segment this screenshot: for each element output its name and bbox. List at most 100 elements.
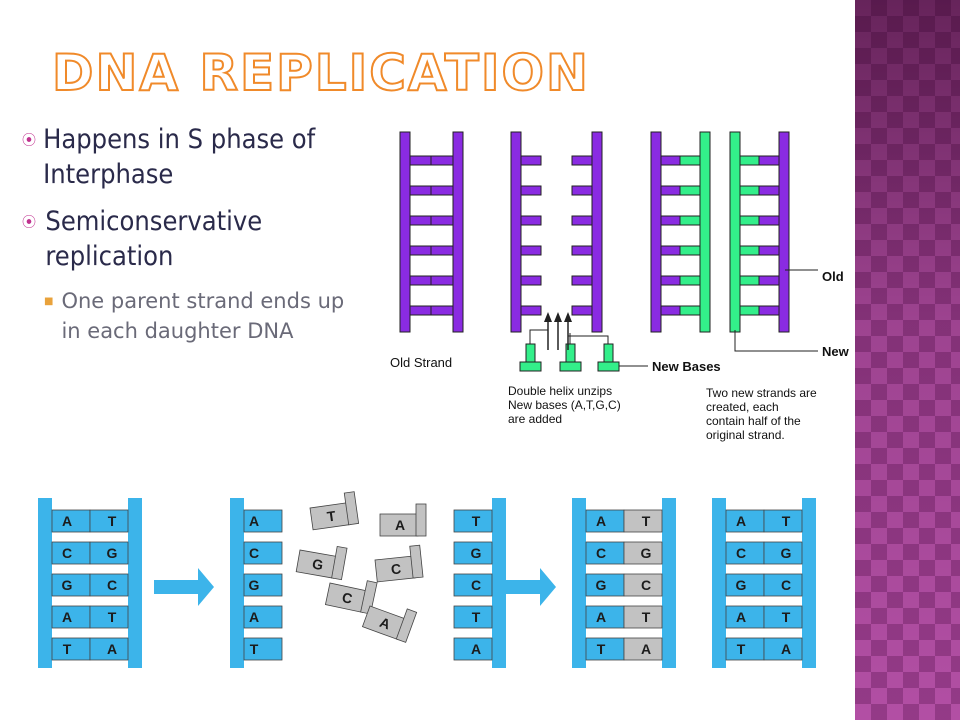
base-rung — [660, 215, 682, 226]
base-rung — [739, 245, 761, 256]
base-letter: T — [250, 641, 259, 657]
sub-bullet-item: ■ One parent strand ends up in each daug… — [44, 286, 352, 346]
base-right — [453, 573, 493, 597]
base-left — [243, 605, 283, 629]
base-rung — [758, 155, 780, 166]
insert-arrow-head — [554, 312, 562, 322]
bullet-text: Semiconservative replication — [45, 206, 263, 272]
base-right — [453, 605, 493, 629]
unzipped-ladder — [510, 131, 603, 333]
bullet-list: ⦿ Happens in S phase of Interphase ⦿ Sem… — [22, 122, 352, 346]
base-rung — [430, 155, 454, 166]
base-rung — [739, 215, 761, 226]
base-letter: T — [737, 641, 746, 657]
base-letter: C — [596, 545, 606, 561]
base-letter: T — [472, 609, 481, 625]
new-base-cap — [597, 361, 620, 372]
insertion-arrows — [529, 312, 609, 350]
base-right — [763, 509, 803, 533]
free-base: A — [379, 503, 427, 537]
base-letter: C — [781, 577, 791, 593]
base-rung — [660, 305, 682, 316]
base-letter: A — [641, 641, 651, 657]
base-letter: C — [471, 577, 481, 593]
base-right — [453, 541, 493, 565]
base-letter: A — [249, 609, 259, 625]
target-bullet-icon: ⦿ — [22, 215, 36, 231]
helix-backbone — [802, 498, 816, 668]
base-rung — [430, 275, 454, 286]
new-label: New — [822, 344, 850, 359]
base-rung — [739, 155, 761, 166]
new-strand-rail — [729, 131, 741, 333]
base-rung — [679, 215, 701, 226]
base-letter: A — [781, 641, 791, 657]
free-base-stub — [395, 608, 418, 643]
side-band-shade — [855, 0, 960, 720]
base-rung — [739, 185, 761, 196]
caption-line: are added — [508, 412, 562, 426]
base-rung — [571, 185, 593, 196]
old-label: Old — [822, 269, 844, 284]
base-letter: G — [107, 545, 118, 561]
base-left — [243, 509, 283, 533]
free-base-stub — [343, 491, 360, 526]
base-letter: A — [736, 513, 746, 529]
base-left — [243, 541, 283, 565]
helix-backbone — [712, 498, 726, 668]
old-strand-rail — [591, 131, 603, 333]
base-right — [763, 637, 803, 661]
base-right — [763, 573, 803, 597]
base-rung — [520, 215, 542, 226]
base-rung — [679, 275, 701, 286]
base-letter: A — [107, 641, 117, 657]
helix-backbone — [38, 498, 52, 668]
daughter-ladder-left — [650, 131, 711, 333]
base-letter: G — [736, 577, 747, 593]
base-letter: A — [471, 641, 481, 657]
base-letter: G — [641, 545, 652, 561]
square-bullet-icon: ■ — [44, 296, 54, 307]
insert-arrow-head — [564, 312, 572, 322]
base-right — [623, 509, 663, 533]
old-strand-rail — [650, 131, 662, 333]
base-rung — [571, 275, 593, 286]
base-letter: A — [736, 609, 746, 625]
base-letter: G — [781, 545, 792, 561]
base-letter: C — [62, 545, 72, 561]
free-base: A — [361, 605, 418, 643]
arrow-connector — [529, 329, 548, 344]
base-letter: C — [249, 545, 259, 561]
new-base-cap — [519, 361, 542, 372]
base-rung — [758, 245, 780, 256]
base-letter: G — [311, 555, 325, 573]
base-right — [453, 509, 493, 533]
base-rung — [758, 185, 780, 196]
base-rung — [520, 245, 542, 256]
arrow-connector — [568, 335, 609, 344]
step-arrow — [500, 568, 556, 606]
base-letter: A — [62, 513, 72, 529]
base-rung — [430, 215, 454, 226]
caption-line: Two new strands are — [706, 386, 817, 400]
base-rung — [409, 155, 433, 166]
base-letter: A — [395, 517, 405, 533]
base-rung — [739, 275, 761, 286]
base-right — [453, 637, 493, 661]
new-bases-label: New Bases — [652, 359, 721, 374]
caption-line: New bases (A,T,G,C) — [508, 398, 621, 412]
base-rung — [571, 215, 593, 226]
base-rung — [660, 245, 682, 256]
base-right — [89, 541, 129, 565]
base-letter: A — [62, 609, 72, 625]
helix-backbone — [128, 498, 142, 668]
new-strand-rail — [699, 131, 711, 333]
base-right — [89, 637, 129, 661]
bullet-item: ⦿ Happens in S phase of Interphase — [22, 122, 352, 192]
base-right — [89, 573, 129, 597]
base-rung — [660, 155, 682, 166]
